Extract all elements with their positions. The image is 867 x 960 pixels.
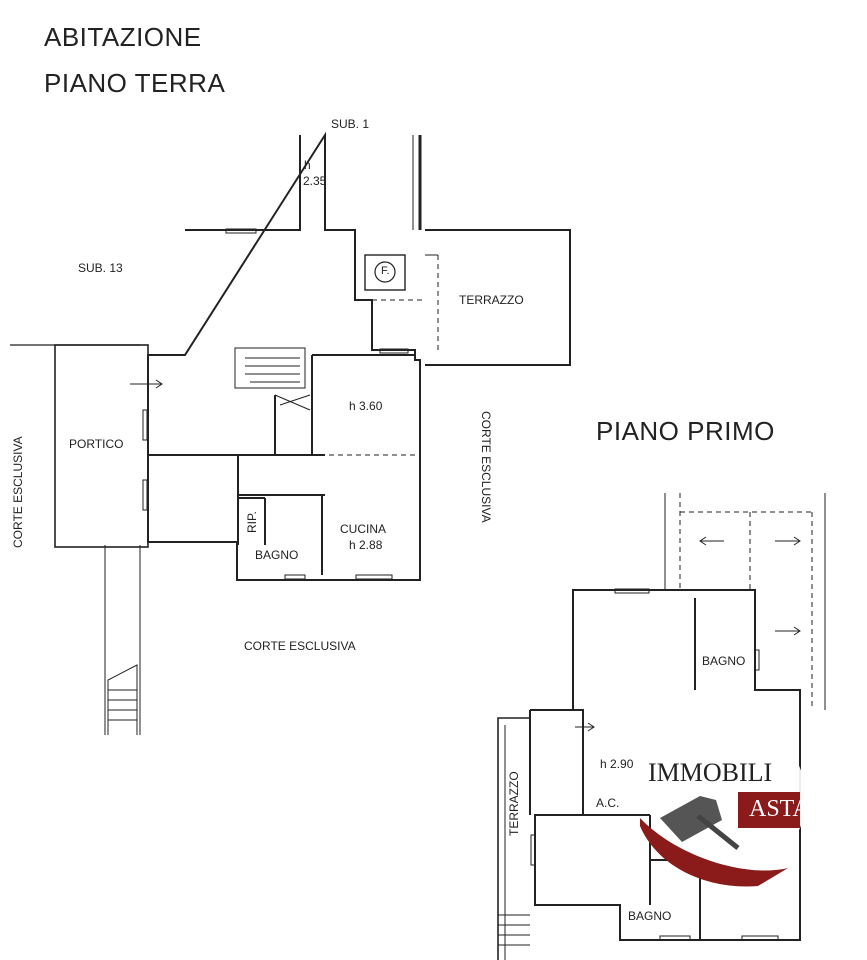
title-heading: ABITAZIONE (44, 22, 202, 52)
terrazzo-first-label: TERRAZZO (507, 771, 521, 836)
height-235-prefix: h (304, 158, 311, 172)
first-floor-heading: PIANO PRIMO (596, 416, 775, 446)
sub-1-label: SUB. 1 (331, 117, 370, 131)
window-marks (142, 228, 779, 941)
corte-bottom-label: CORTE ESCLUSIVA (244, 639, 356, 653)
direction-arrows (130, 379, 801, 732)
fireplace-label: F. (381, 265, 390, 277)
height-235-value: 2.35 (303, 174, 327, 188)
terrazzo-ground (425, 229, 571, 366)
logo-text-line2: ASTA (749, 796, 810, 822)
terrazzo-ground-label: TERRAZZO (459, 293, 524, 307)
logo-text-line1: IMMOBILI (648, 758, 773, 787)
portico-label: PORTICO (69, 437, 124, 451)
ground-floor-heading: PIANO TERRA (44, 68, 226, 98)
sub-13-label: SUB. 13 (78, 261, 123, 275)
fireplace (364, 254, 406, 291)
corte-right-label: CORTE ESCLUSIVA (479, 411, 493, 523)
terrazzo-first (497, 717, 530, 960)
cucina-label: CUCINA (340, 522, 387, 536)
height-290-label: h 2.90 (600, 757, 634, 771)
first-floor-outline (534, 589, 801, 941)
bagno-ground-label: BAGNO (255, 548, 299, 562)
external-stair-ground (104, 545, 141, 735)
height-360-label: h 3.60 (349, 399, 383, 413)
bagno-first-top-label: BAGNO (702, 654, 746, 668)
ac-label: A.C. (596, 796, 620, 810)
ground-stairs (234, 347, 311, 411)
first-stairs (498, 914, 530, 946)
immobili-asta-logo: IMMOBILI ASTA (638, 708, 810, 888)
rip-label: RIP. (245, 511, 259, 533)
height-288-label: h 2.88 (349, 538, 383, 552)
first-floor-upper-corridor (664, 493, 826, 710)
corte-left-label: CORTE ESCLUSIVA (11, 436, 25, 548)
bagno-first-bottom-label: BAGNO (628, 909, 672, 923)
